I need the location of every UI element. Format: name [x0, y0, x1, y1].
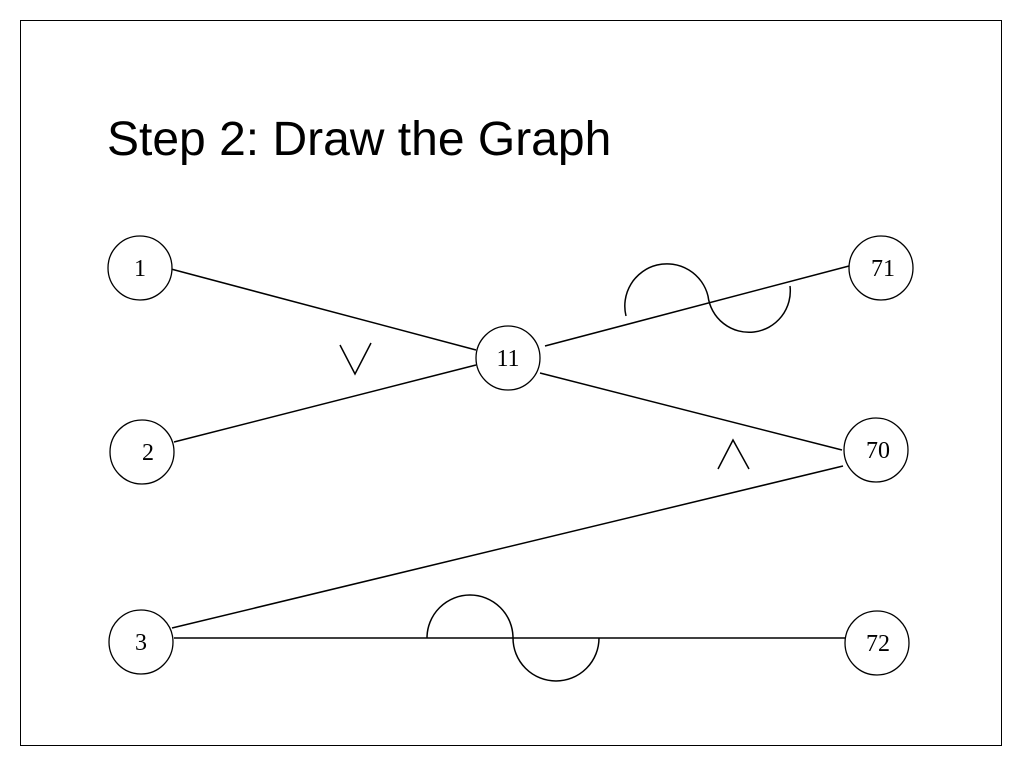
node-1: 1 [107, 235, 173, 301]
node-71: 71 [848, 235, 914, 301]
node-70: 70 [843, 417, 909, 483]
node-11: 11 [475, 325, 541, 391]
wave-mark-3-72 [426, 594, 600, 682]
slide-title: Step 2: Draw the Graph [107, 113, 612, 166]
edge-11-71 [544, 265, 850, 347]
edge-3-70 [171, 465, 844, 629]
node-label: 2 [142, 440, 154, 466]
edge-2-11 [173, 364, 477, 443]
node-circle [848, 235, 914, 301]
node-circle [844, 610, 910, 676]
node-circle [843, 417, 909, 483]
node-label: 3 [135, 630, 147, 656]
node-label: 11 [496, 346, 519, 372]
node-label: 70 [866, 438, 890, 464]
node-3: 3 [108, 609, 174, 675]
wave-mark-11-71 [624, 263, 792, 333]
node-2: 2 [109, 419, 175, 485]
node-label: 72 [866, 631, 890, 657]
and-symbol-mark [717, 438, 750, 470]
node-circle [109, 419, 175, 485]
node-label: 1 [134, 256, 146, 282]
edge-1-11 [170, 268, 477, 351]
node-circle [107, 235, 173, 301]
node-72: 72 [844, 610, 910, 676]
node-circle [475, 325, 541, 391]
node-label: 71 [871, 256, 895, 282]
or-symbol-mark [339, 342, 372, 376]
edge-11-70 [539, 372, 843, 451]
node-circle [108, 609, 174, 675]
